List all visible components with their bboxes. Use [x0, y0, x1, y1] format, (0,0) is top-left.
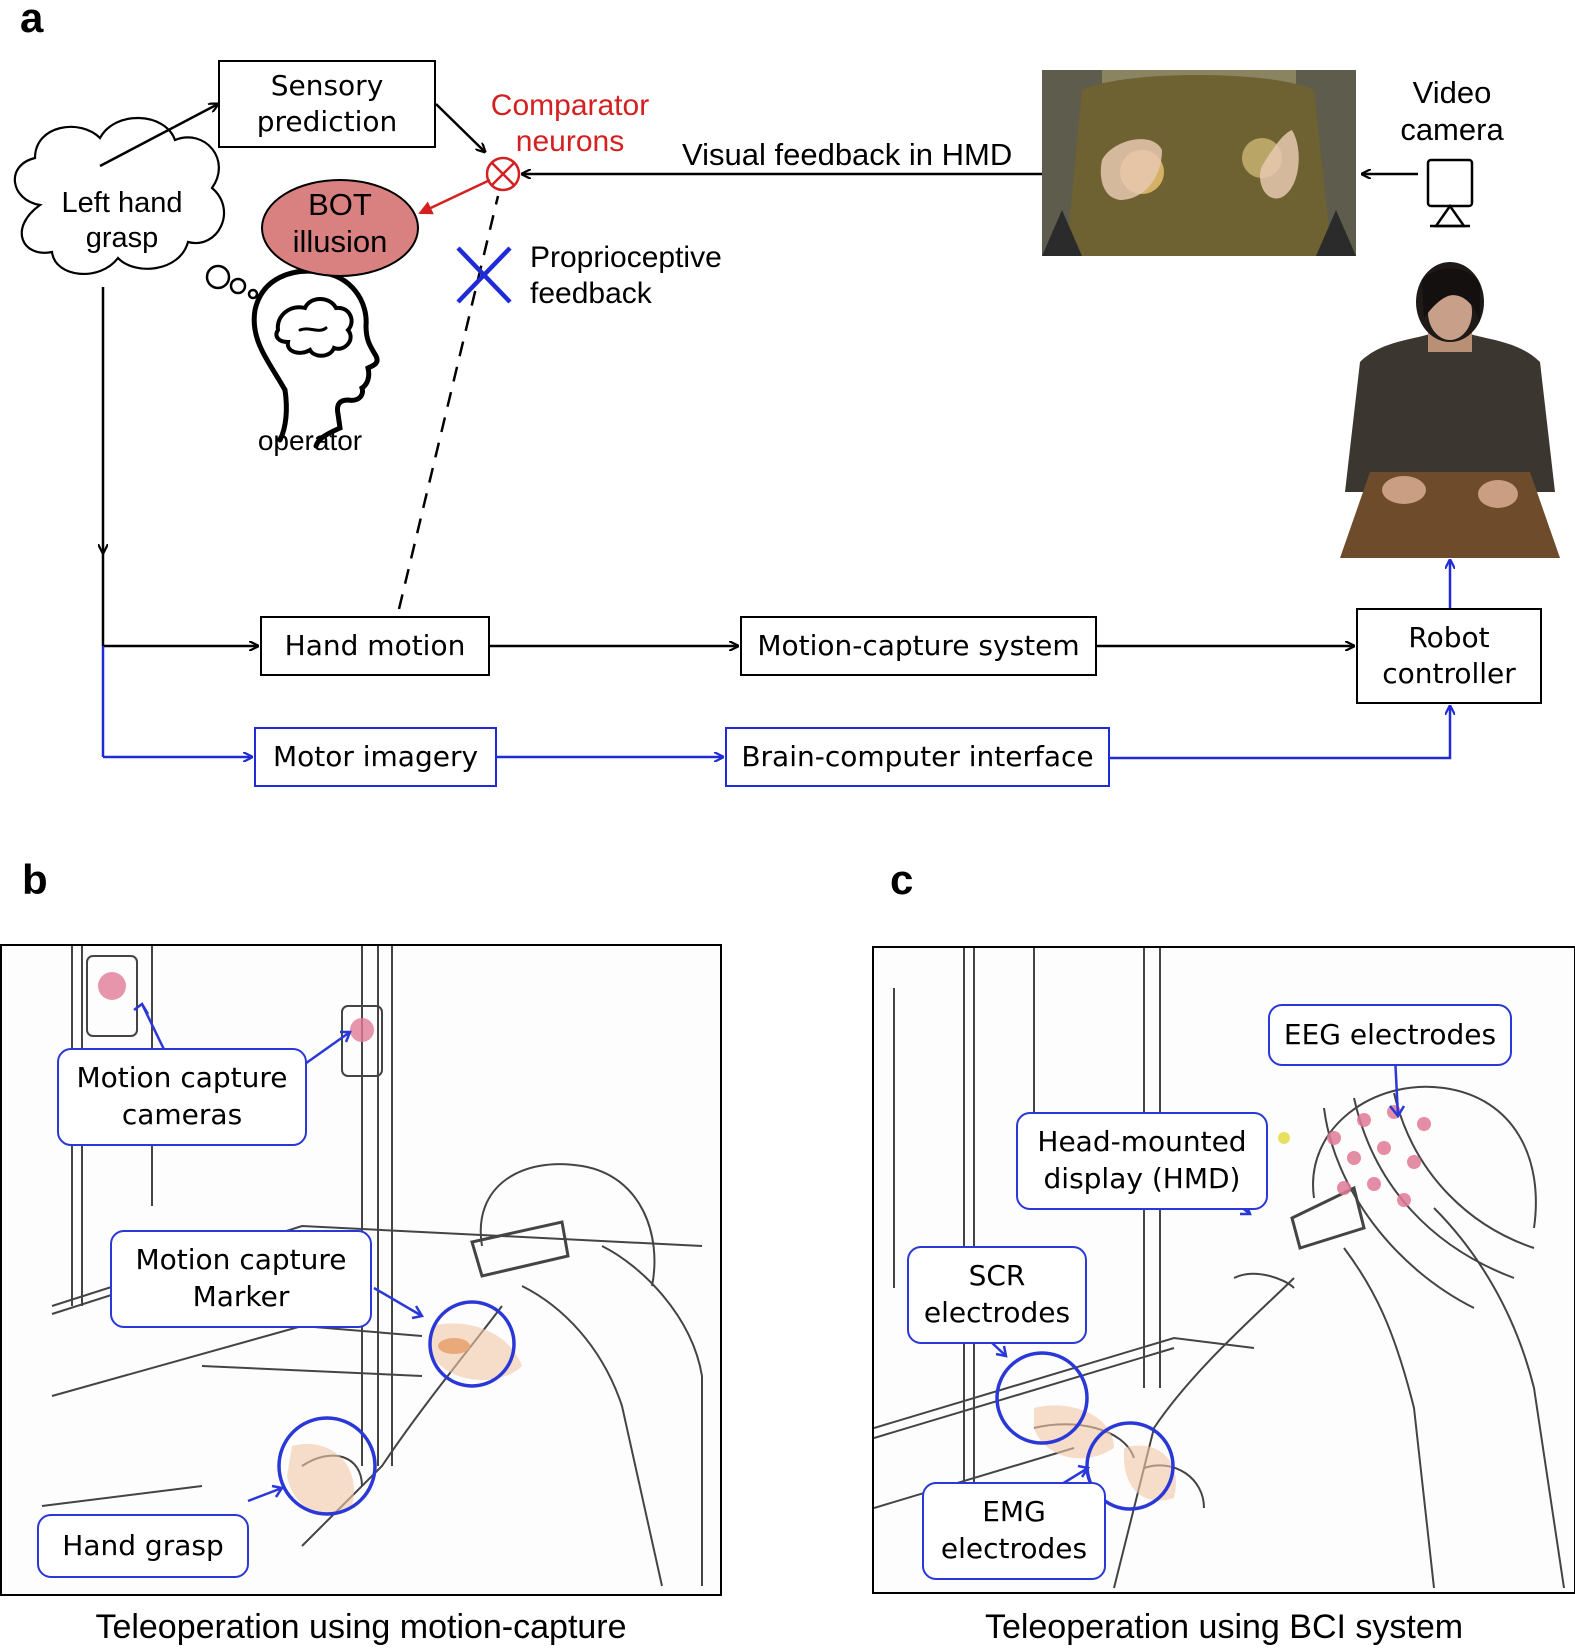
- motion-capture-system-box: Motion-capture system: [740, 616, 1097, 676]
- thought-dot-small: [247, 288, 259, 300]
- callout-head-mounted-display: Head-mounted display (HMD): [1016, 1112, 1268, 1210]
- panel-b-sketch: [41, 946, 703, 1587]
- bot-illusion-ellipse: [261, 179, 419, 277]
- callout-motion-capture-marker: Motion capture Marker: [110, 1230, 372, 1328]
- comparator-symbol: [485, 156, 521, 192]
- robot-photo: [1340, 262, 1560, 558]
- arrow-prediction-to-comparator: [435, 103, 485, 152]
- callout-emg-electrodes: EMG electrodes: [922, 1482, 1106, 1580]
- hand-motion-box: Hand motion: [260, 616, 490, 676]
- operator-label: operator: [257, 425, 363, 456]
- dashed-proprioceptive-line: [397, 195, 500, 610]
- panel-c-caption: Teleoperation using BCI system: [984, 1608, 1464, 1646]
- arrow-comparator-to-bot: [418, 178, 491, 215]
- robot-illustration: [1340, 262, 1560, 558]
- callout-eeg-electrodes: EEG electrodes: [1268, 1004, 1512, 1066]
- operator-head-icon: [251, 268, 380, 449]
- video-camera-label: Video camera: [1400, 75, 1504, 148]
- thought-bubble-label: Left hand grasp: [61, 187, 183, 254]
- sensory-prediction-box: Sensory prediction: [218, 60, 436, 148]
- panel-a-letter: a: [20, 0, 44, 41]
- callout-hand-grasp: Hand grasp: [37, 1514, 249, 1578]
- hmd-view-illustration: [1042, 70, 1356, 256]
- comparator-neurons-label: Comparator neurons: [490, 89, 650, 158]
- thought-dot-large: [205, 264, 231, 290]
- arrow-bci-to-robot: [1110, 706, 1450, 760]
- callout-motion-capture-cameras: Motion capture cameras: [57, 1048, 307, 1146]
- thought-cloud: [13, 116, 225, 276]
- panel-c-letter: c: [890, 856, 914, 903]
- arrow-cloud-to-prediction: [99, 104, 218, 168]
- blocked-x-icon: [456, 246, 512, 304]
- callout-scr-electrodes: SCR electrodes: [907, 1246, 1087, 1344]
- proprioceptive-feedback-label: Proprioceptive feedback: [530, 241, 722, 310]
- motor-imagery-box: Motor imagery: [254, 727, 497, 787]
- bci-box: Brain-computer interface: [725, 727, 1110, 787]
- video-camera-icon: [1426, 158, 1474, 228]
- thought-dot-medium: [229, 277, 247, 295]
- visual-feedback-label: Visual feedback in HMD: [682, 137, 1013, 172]
- bot-illusion-label: BOT illusion: [292, 187, 388, 260]
- panel-b-letter: b: [22, 856, 48, 903]
- panel-b-caption: Teleoperation using motion-capture: [95, 1608, 627, 1646]
- robot-controller-box: Robot controller: [1356, 608, 1542, 704]
- hmd-view-photo: [1042, 70, 1356, 256]
